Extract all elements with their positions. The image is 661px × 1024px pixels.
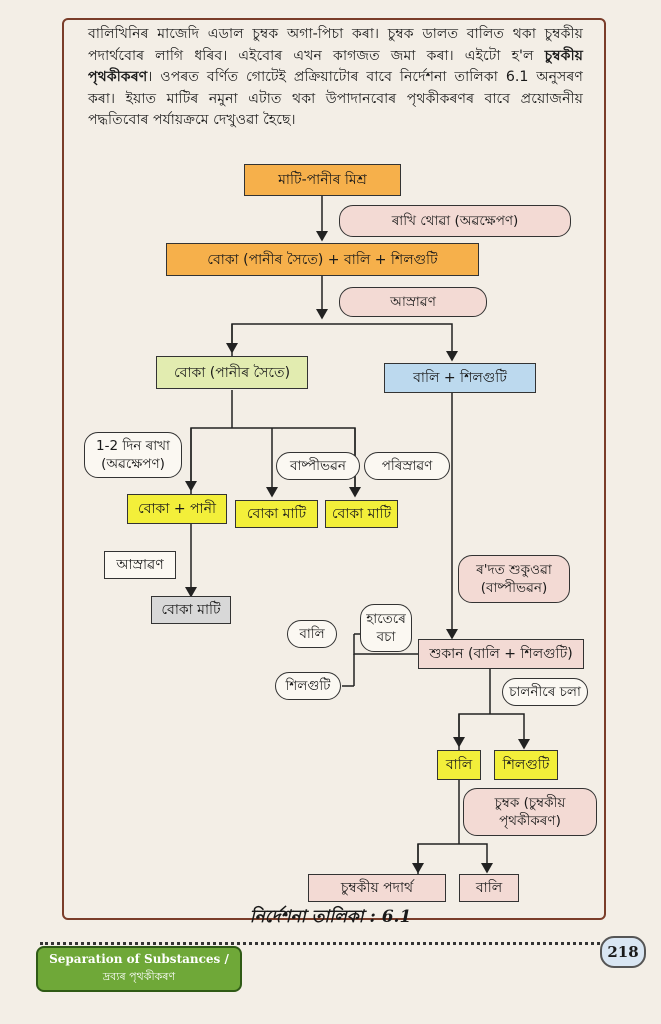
magnet-label: চুম্বক (চুম্বকীয় পৃথকীকৰণ) [463,788,597,836]
chapter-tab: Separation of Substances / দ্ৰব্যৰ পৃথকী… [36,946,242,992]
intro-paragraph: বালিখিনিৰ মাজেদি এডাল চুম্বক অগা-পিচা কৰ… [88,24,583,132]
sand-left-label: বালি [287,620,337,648]
mud-soil-box-2: বোকা মাটি [325,500,398,528]
intro-text-2: । ওপৰত বৰ্ণিত গোটেই প্ৰক্ৰিয়াটোৰ বাবে ন… [88,69,583,128]
sun-dry-label: ৰ'দত শুকুওৱা (বাষ্পীভৱন) [458,555,570,603]
magnetic-material-box: চুম্বকীয় পদাৰ্থ [308,874,446,902]
footer-divider [40,942,600,945]
intro-text-1: বালিখিনিৰ মাজেদি এডাল চুম্বক অগা-পিচা কৰ… [88,26,583,64]
mud-soil-box-3: বোকা মাটি [151,596,231,624]
intro-bold-term: চুম্বকীয় পৃথকীকৰণ [88,47,583,86]
sand-pebble-box: বালি + শিলগুটি [384,363,536,393]
handpick-label: হাতেৰে বচা [360,604,412,652]
sand-box: বালি [437,750,481,780]
mud-water-box: বোকা (পানীৰ সৈতে) [156,356,308,389]
sieving-label: চালনীৰে চলা [502,678,588,706]
sand-final-box: বালি [459,874,519,902]
pebble-left-label: শিলগুটি [275,672,341,700]
dry-sand-pebble-box: শুকান (বালি + শিলগুটি) [418,639,584,669]
mixture-box: মাটি-পানীৰ মিশ্ৰ [244,164,401,196]
page-number: 218 [600,936,646,968]
filtration-label: পৰিস্ৰাৱণ [364,452,450,480]
pebble-box: শিলগুটি [494,750,558,780]
evaporation-label: বাষ্পীভৱন [276,452,360,480]
page-border [62,18,606,920]
table-caption: নিৰ্দেশনা তালিকা : 6.1 [249,907,412,927]
chapter-title-en: Separation of Substances / [49,952,229,966]
mud-sand-pebble-box: বোকা (পানীৰ সৈতে) + বালি + শিলগুটি [166,243,479,276]
keep-days-label: 1-2 দিন ৰাখা (অৱক্ষেপণ) [84,432,182,478]
mud-soil-box-1: বোকা মাটি [235,500,318,528]
decantation-box-2: আস্ৰাৱণ [104,551,176,579]
decantation-label: আস্ৰাৱণ [339,287,487,317]
chapter-title-as: দ্ৰব্যৰ পৃথকীকৰণ [102,970,176,983]
sedimentation-label: ৰাখি থোৱা (অৱক্ষেপণ) [339,205,571,237]
mud-plus-water-box: বোকা + পানী [127,494,227,524]
